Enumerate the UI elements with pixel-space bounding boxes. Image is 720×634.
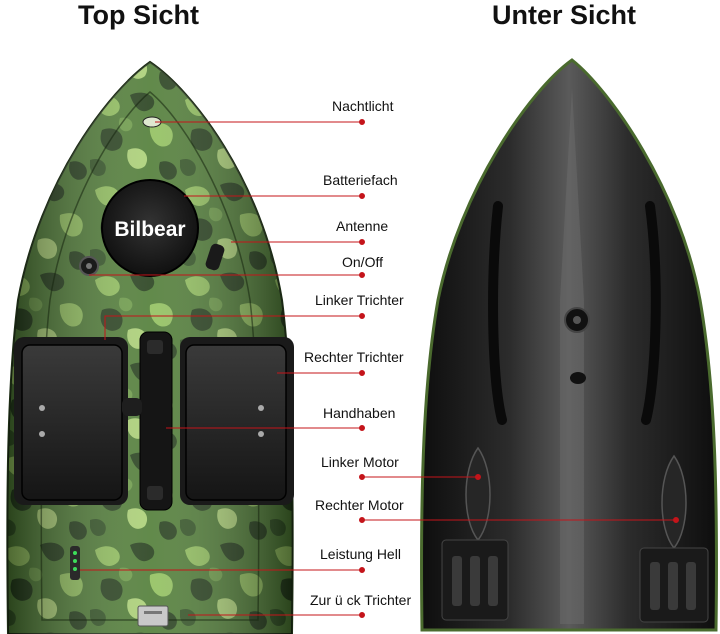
label-left-hopper: Linker Trichter xyxy=(313,292,406,309)
brand-logo: Bilbear xyxy=(114,218,185,241)
label-battery-compartment: Batteriefach xyxy=(321,172,400,189)
top-view-boat: Bilbear xyxy=(6,60,294,634)
callout-lines xyxy=(80,119,679,618)
center-mount-icon xyxy=(564,307,590,384)
right-hopper[interactable] xyxy=(180,337,294,505)
top-view-title: Top Sicht xyxy=(78,0,199,30)
label-back-hopper: Zur ü ck Trichter xyxy=(308,592,414,609)
label-handles: Handhaben xyxy=(321,405,398,422)
antenna-icon xyxy=(205,243,225,271)
left-motor xyxy=(441,446,509,621)
right-motor xyxy=(639,454,709,623)
battery-compartment-cap[interactable]: Bilbear xyxy=(101,179,199,277)
label-night-light: Nachtlicht xyxy=(330,98,396,115)
handle-bar[interactable] xyxy=(122,331,173,511)
label-right-hopper: Rechter Trichter xyxy=(302,349,406,366)
callout-line-left-hopper xyxy=(104,315,362,340)
label-right-motor: Rechter Motor xyxy=(313,497,406,514)
label-power-switch: On/Off xyxy=(340,254,385,271)
power-switch-icon[interactable] xyxy=(79,256,99,276)
label-antenna: Antenne xyxy=(334,218,391,235)
back-hopper-latch[interactable] xyxy=(137,605,169,627)
power-indicator-icon xyxy=(70,546,80,580)
bottom-view-boat xyxy=(420,58,718,632)
left-hopper[interactable] xyxy=(14,337,128,505)
label-power-indicator: Leistung Hell xyxy=(318,546,403,563)
bottom-view-title: Unter Sicht xyxy=(492,0,637,30)
label-left-motor: Linker Motor xyxy=(319,454,401,471)
